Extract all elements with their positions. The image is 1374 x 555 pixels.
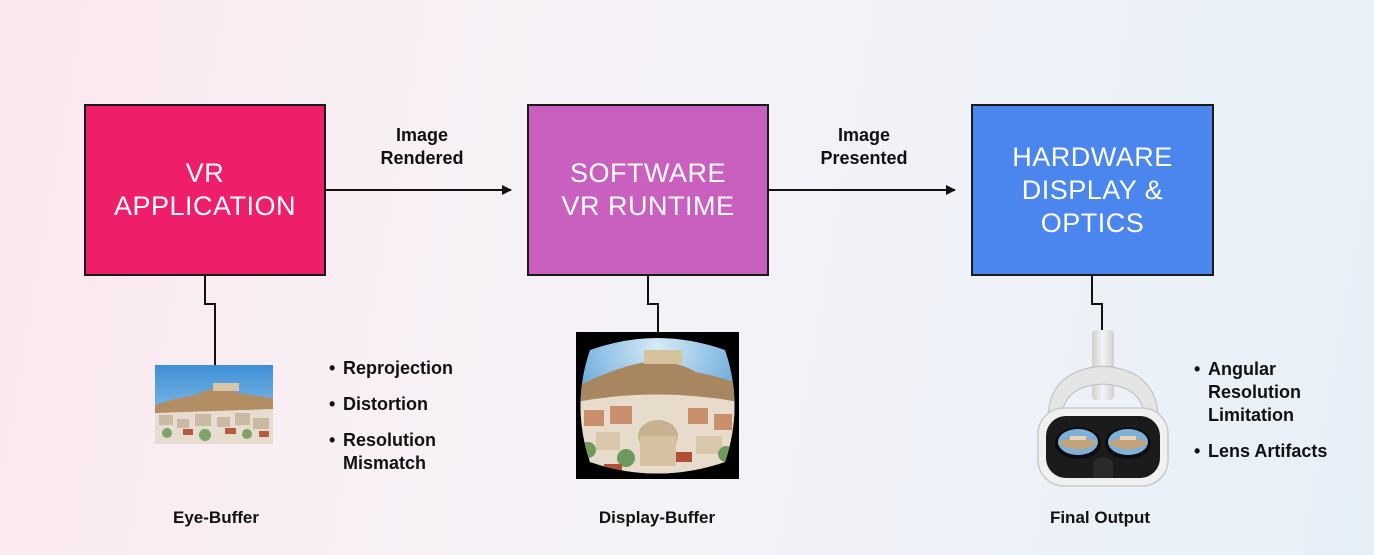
list-item: Lens Artifacts [1194,440,1327,463]
image-presented-label: Image Presented [820,125,908,168]
connector-eye-buffer [204,276,216,366]
list-item: Angular Resolution Limitation [1194,358,1327,427]
eye-buffer-issues-list: Reprojection Distortion Resolution Misma… [329,357,453,488]
vr-headset-image [1037,330,1169,487]
final-output-issues-list: Angular Resolution Limitation Lens Artif… [1194,358,1327,476]
display-buffer-image [576,332,739,479]
connector-display-buffer [647,276,659,333]
vr-application-label: VR APPLICATION [113,158,297,221]
eye-buffer-image [155,365,273,444]
image-rendered-label: Image Rendered [380,125,464,168]
software-vr-runtime-box: SOFTWARE VR RUNTIME [527,104,769,276]
hardware-display-optics-box: HARDWARE DISPLAY & OPTICS [971,104,1214,276]
final-output-caption: Final Output [1049,508,1151,527]
software-vr-runtime-label: SOFTWARE VR RUNTIME [561,158,735,221]
hardware-display-optics-label: HARDWARE DISPLAY & OPTICS [1012,141,1173,238]
vr-application-box: VR APPLICATION [84,104,326,276]
list-item: Resolution Mismatch [329,429,453,475]
eye-buffer-caption: Eye-Buffer [173,508,259,527]
list-item: Reprojection [329,357,453,380]
list-item: Distortion [329,393,453,416]
connector-final-output [1091,276,1103,333]
display-buffer-caption: Display-Buffer [598,508,716,527]
